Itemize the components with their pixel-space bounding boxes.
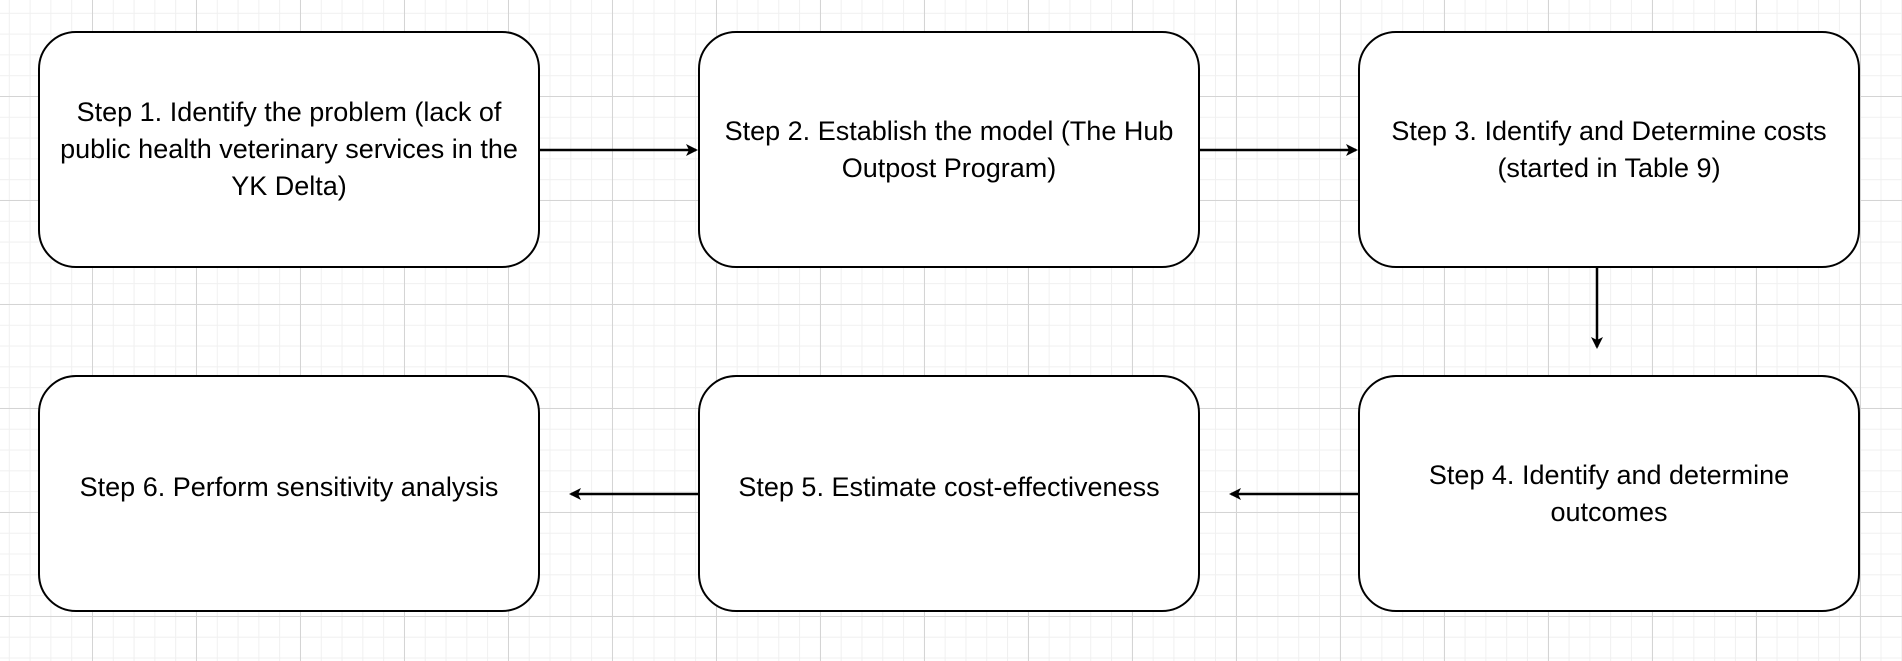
step-4-box: Step 4. Identify and determine outcomes — [1358, 375, 1860, 612]
step-5-label: Step 5. Estimate cost-effectiveness — [738, 469, 1160, 506]
step-1-label: Step 1. Identify the problem (lack of pu… — [54, 94, 524, 205]
step-3-box: Step 3. Identify and Determine costs (st… — [1358, 31, 1860, 268]
step-2-label: Step 2. Establish the model (The Hub Out… — [714, 112, 1184, 187]
step-6-box: Step 6. Perform sensitivity analysis — [38, 375, 540, 612]
step-4-label: Step 4. Identify and determine outcomes — [1374, 456, 1844, 531]
step-2-box: Step 2. Establish the model (The Hub Out… — [698, 31, 1200, 268]
step-5-box: Step 5. Estimate cost-effectiveness — [698, 375, 1200, 612]
step-1-box: Step 1. Identify the problem (lack of pu… — [38, 31, 540, 268]
step-3-label: Step 3. Identify and Determine costs (st… — [1374, 112, 1844, 187]
step-6-label: Step 6. Perform sensitivity analysis — [79, 469, 499, 506]
